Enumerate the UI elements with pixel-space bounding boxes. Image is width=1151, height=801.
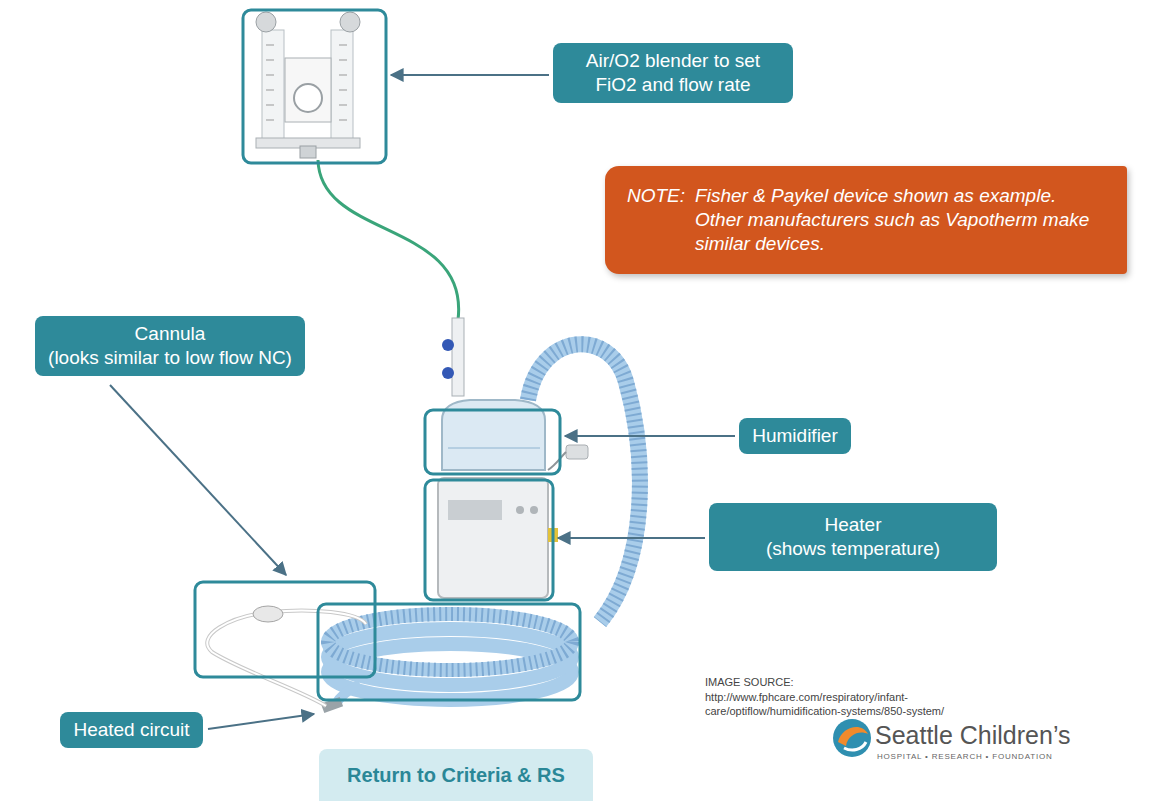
part-outline bbox=[425, 410, 560, 474]
heater-unit bbox=[438, 445, 588, 598]
logo-name: Seattle Children’s bbox=[875, 719, 1070, 752]
logo-icon bbox=[844, 742, 866, 750]
blender-illustration bbox=[262, 30, 284, 142]
blender-illustration bbox=[294, 84, 322, 112]
breathing-hose bbox=[321, 344, 640, 713]
part-outline bbox=[195, 582, 375, 677]
box-text: (shows temperature) bbox=[721, 537, 985, 561]
heater-unit bbox=[530, 506, 538, 514]
heater-unit bbox=[438, 478, 548, 598]
heater-unit bbox=[566, 445, 588, 459]
note-box: NOTE:Fisher & Paykel device shown as exa… bbox=[605, 166, 1127, 274]
source-url: http://www.fphcare.com/respiratory/infan… bbox=[705, 690, 1025, 719]
part-outline bbox=[243, 10, 386, 163]
flow-meter bbox=[442, 318, 464, 396]
box-heading: Air/O2 blender to set FiO2 and flow rate bbox=[565, 49, 781, 97]
flow-meter bbox=[442, 339, 454, 351]
leader-arrow bbox=[565, 435, 735, 437]
cannula-illustration bbox=[207, 606, 366, 706]
cannula-illustration bbox=[207, 611, 366, 707]
cannula-illustration bbox=[253, 606, 283, 622]
box-text: Fisher & Paykel device shown as example.… bbox=[695, 184, 1109, 256]
part-outline bbox=[425, 480, 553, 600]
cannula-illustration bbox=[207, 611, 366, 707]
logo-icon bbox=[833, 719, 871, 757]
heater-unit bbox=[448, 500, 502, 520]
blender-illustration bbox=[256, 12, 360, 158]
box-heading: NOTE: bbox=[627, 184, 695, 256]
humidifier-chamber bbox=[448, 448, 540, 449]
leader-arrow bbox=[208, 714, 314, 729]
box-text: (looks similar to low flow NC) bbox=[47, 346, 293, 370]
cannula-callout: Cannula(looks similar to low flow NC) bbox=[35, 316, 305, 376]
box-heading: Heater bbox=[721, 513, 985, 537]
leader-arrow bbox=[558, 537, 705, 539]
source-label: IMAGE SOURCE: bbox=[705, 675, 794, 689]
heater-unit bbox=[516, 506, 524, 514]
box-heading: Humidifier bbox=[751, 424, 839, 448]
blender-illustration bbox=[300, 146, 316, 158]
humidifier-callout: Humidifier bbox=[739, 418, 851, 454]
box-heading: Heated circuit bbox=[72, 718, 191, 742]
leader-arrow bbox=[110, 385, 286, 575]
blender-callout: Air/O2 blender to set FiO2 and flow rate bbox=[553, 43, 793, 103]
return-button: Return to Criteria & RS bbox=[319, 749, 593, 801]
part-outline bbox=[318, 604, 580, 700]
blender-illustration bbox=[340, 12, 360, 32]
oxygen-tube bbox=[318, 160, 459, 320]
blender-illustration bbox=[285, 58, 331, 122]
blender-illustration bbox=[331, 30, 353, 142]
box-heading: Cannula bbox=[47, 322, 293, 346]
logo-icon bbox=[833, 719, 871, 757]
box-heading: Return to Criteria & RS bbox=[347, 764, 565, 787]
logo-tagline: HOSPITAL • RESEARCH • FOUNDATION bbox=[877, 752, 1053, 762]
blender-illustration bbox=[256, 12, 276, 32]
heater-callout: Heater(shows temperature) bbox=[709, 503, 997, 571]
logo-icon bbox=[838, 727, 868, 746]
leader-arrow bbox=[391, 74, 549, 76]
circuit-callout: Heated circuit bbox=[60, 712, 203, 748]
heater-unit bbox=[548, 452, 566, 470]
flow-meter bbox=[452, 318, 464, 396]
flow-meter bbox=[442, 367, 454, 379]
